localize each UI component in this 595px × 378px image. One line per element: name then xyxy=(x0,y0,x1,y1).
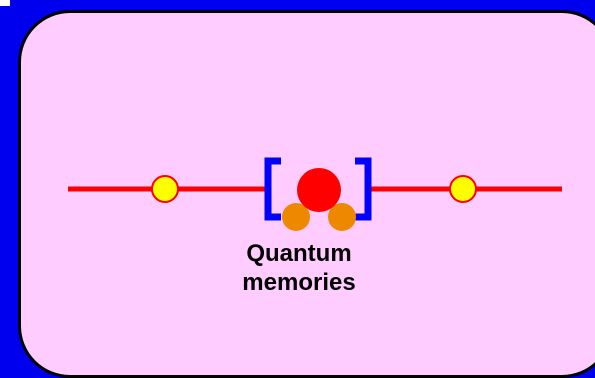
memory-satellite-left-icon xyxy=(282,203,310,231)
memory-core-icon xyxy=(297,168,341,212)
caption-line-2: memories xyxy=(242,269,356,296)
memory-satellite-right-icon xyxy=(328,203,356,231)
cavity-bracket-left-icon xyxy=(264,157,281,221)
quantum-memories-label: Quantum memories xyxy=(214,239,384,297)
cavity-bracket-right-icon xyxy=(355,157,372,221)
corner-mark xyxy=(0,0,10,6)
photon-node-right-icon xyxy=(449,175,477,203)
caption-line-1: Quantum xyxy=(246,240,352,267)
photon-node-left-icon xyxy=(151,175,179,203)
quantum-memory-diagram xyxy=(68,157,562,231)
